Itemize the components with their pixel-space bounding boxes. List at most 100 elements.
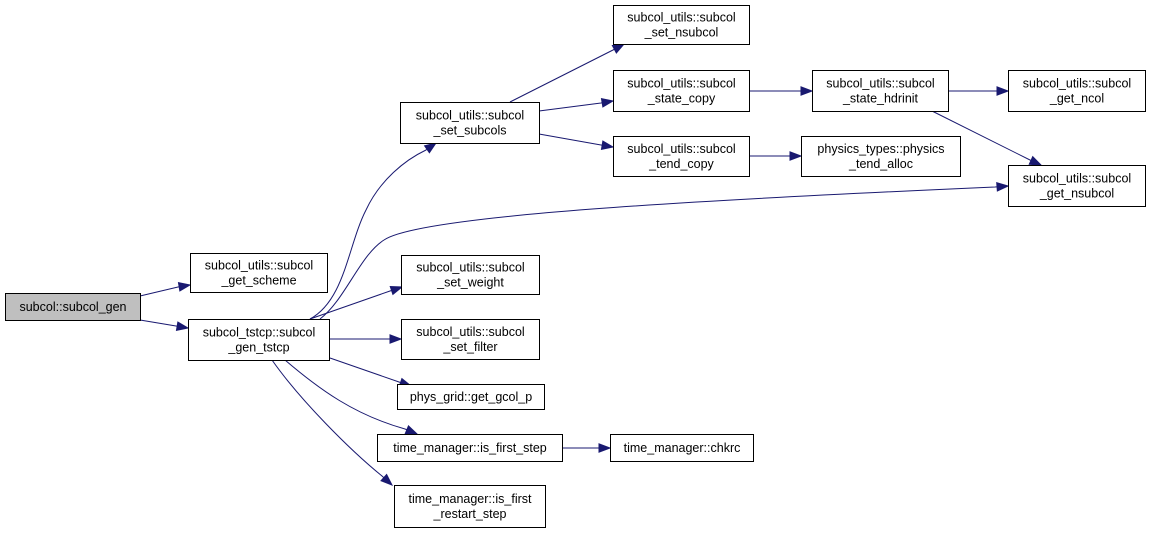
arrow-head-icon: [789, 151, 803, 161]
node-label: subcol::subcol_gen: [19, 300, 126, 314]
node-label: physics_types::physics: [817, 142, 944, 156]
node-n5[interactable]: subcol_utils::subcol_state_copy: [613, 70, 750, 112]
arrow-head-icon: [423, 142, 438, 154]
node-n2[interactable]: subcol_tstcp::subcol_gen_tstcp: [188, 319, 330, 361]
root-node-box[interactable]: [5, 293, 141, 321]
node-n12[interactable]: subcol_utils::subcol_set_filter: [401, 319, 540, 360]
node-box[interactable]: [812, 70, 949, 112]
node-box[interactable]: [401, 319, 540, 360]
edge-n6-to-n10: [749, 151, 803, 161]
node-label: subcol_utils::subcol: [416, 261, 524, 275]
arrow-head-icon: [800, 86, 814, 96]
node-box[interactable]: [188, 319, 330, 361]
node-n3[interactable]: subcol_utils::subcol_set_subcols: [400, 102, 540, 144]
node-label: _set_weight: [436, 276, 504, 290]
edge-line: [319, 185, 1004, 320]
node-label: _set_subcols: [433, 124, 507, 138]
node-label: subcol_utils::subcol: [1023, 77, 1131, 91]
node-n13[interactable]: phys_grid::get_gcol_p: [397, 384, 545, 410]
node-n15[interactable]: time_manager::chkrc: [610, 434, 754, 462]
edge-n2-to-n13: [329, 357, 413, 388]
node-label: subcol_utils::subcol: [205, 259, 313, 273]
node-label: phys_grid::get_gcol_p: [410, 390, 532, 404]
node-n6[interactable]: subcol_utils::subcol_tend_copy: [613, 136, 750, 177]
node-label: _gen_tstcp: [227, 341, 289, 355]
node-label: _tend_copy: [648, 157, 714, 171]
arrow-head-icon: [380, 473, 394, 486]
arrow-head-icon: [1028, 155, 1043, 166]
arrow-head-icon: [175, 321, 190, 331]
node-label: subcol_utils::subcol: [627, 11, 735, 25]
node-label: _tend_alloc: [848, 157, 913, 171]
edge-line: [309, 145, 433, 320]
node-box[interactable]: [394, 485, 546, 528]
node-label: subcol_utils::subcol: [627, 77, 735, 91]
call-nodes: subcol::subcol_gensubcol_utils::subcol_g…: [5, 5, 1146, 528]
node-box[interactable]: [613, 5, 750, 45]
node-label: _restart_step: [433, 507, 507, 521]
edge-line: [538, 133, 609, 147]
edge-n3-to-n6: [538, 133, 615, 150]
node-n16[interactable]: time_manager::is_first_restart_step: [394, 485, 546, 528]
node-n8[interactable]: subcol_utils::subcol_get_ncol: [1008, 70, 1146, 112]
arrow-head-icon: [404, 425, 419, 435]
node-box[interactable]: [377, 434, 563, 462]
node-n4[interactable]: subcol_utils::subcol_set_nsubcol: [613, 5, 750, 45]
node-label: subcol_tstcp::subcol: [203, 326, 316, 340]
edge-line: [509, 45, 621, 103]
node-label: _set_nsubcol: [644, 26, 719, 40]
edge-n3-to-n5: [538, 98, 615, 112]
node-box[interactable]: [610, 434, 754, 462]
call-edges: [139, 43, 1043, 486]
edge-n7-to-n9: [931, 110, 1043, 166]
node-label: _get_ncol: [1049, 92, 1104, 106]
node-box[interactable]: [613, 136, 750, 177]
node-box[interactable]: [397, 384, 545, 410]
edge-n7-to-n8: [948, 86, 1010, 96]
node-box[interactable]: [190, 253, 328, 293]
node-label: _state_copy: [647, 92, 716, 106]
edge-n14-to-n15: [562, 443, 612, 453]
edge-n0-to-n2: [139, 319, 190, 331]
node-box[interactable]: [613, 70, 750, 112]
arrow-head-icon: [996, 86, 1010, 96]
node-label: _set_filter: [442, 340, 497, 354]
node-label: subcol_utils::subcol: [416, 109, 524, 123]
node-label: subcol_utils::subcol: [416, 325, 524, 339]
edge-line: [329, 357, 407, 386]
edge-n2-to-n14: [284, 359, 419, 435]
node-n10[interactable]: physics_types::physics_tend_alloc: [801, 136, 961, 177]
node-label: _get_scheme: [220, 274, 296, 288]
edge-n0-to-n1: [139, 282, 192, 297]
node-n0[interactable]: subcol::subcol_gen: [5, 293, 141, 321]
node-n1[interactable]: subcol_utils::subcol_get_scheme: [190, 253, 328, 293]
node-label: _get_nsubcol: [1039, 187, 1114, 201]
node-n7[interactable]: subcol_utils::subcol_state_hdrinit: [812, 70, 949, 112]
edge-n5-to-n7: [749, 86, 814, 96]
arrow-head-icon: [600, 98, 615, 108]
node-box[interactable]: [401, 255, 540, 295]
node-label: time_manager::is_first_step: [393, 441, 547, 455]
node-box[interactable]: [801, 136, 961, 177]
edge-line: [271, 359, 389, 483]
node-label: subcol_utils::subcol: [1023, 172, 1131, 186]
node-label: _state_hdrinit: [842, 92, 919, 106]
node-label: time_manager::chkrc: [624, 441, 741, 455]
arrow-head-icon: [600, 140, 615, 150]
node-n14[interactable]: time_manager::is_first_step: [377, 434, 563, 462]
arrow-head-icon: [177, 282, 192, 292]
node-label: time_manager::is_first: [409, 492, 532, 506]
node-n9[interactable]: subcol_utils::subcol_get_nsubcol: [1008, 165, 1146, 207]
edge-n2-to-n9: [319, 181, 1010, 320]
node-box[interactable]: [1008, 70, 1146, 112]
edge-n2-to-n11: [309, 285, 404, 320]
edge-line: [284, 359, 413, 433]
node-n11[interactable]: subcol_utils::subcol_set_weight: [401, 255, 540, 295]
arrow-head-icon: [598, 443, 612, 453]
arrow-head-icon: [611, 43, 626, 54]
edge-line: [538, 101, 609, 112]
node-box[interactable]: [400, 102, 540, 144]
node-box[interactable]: [1008, 165, 1146, 207]
edge-n3-to-n4: [509, 43, 626, 103]
